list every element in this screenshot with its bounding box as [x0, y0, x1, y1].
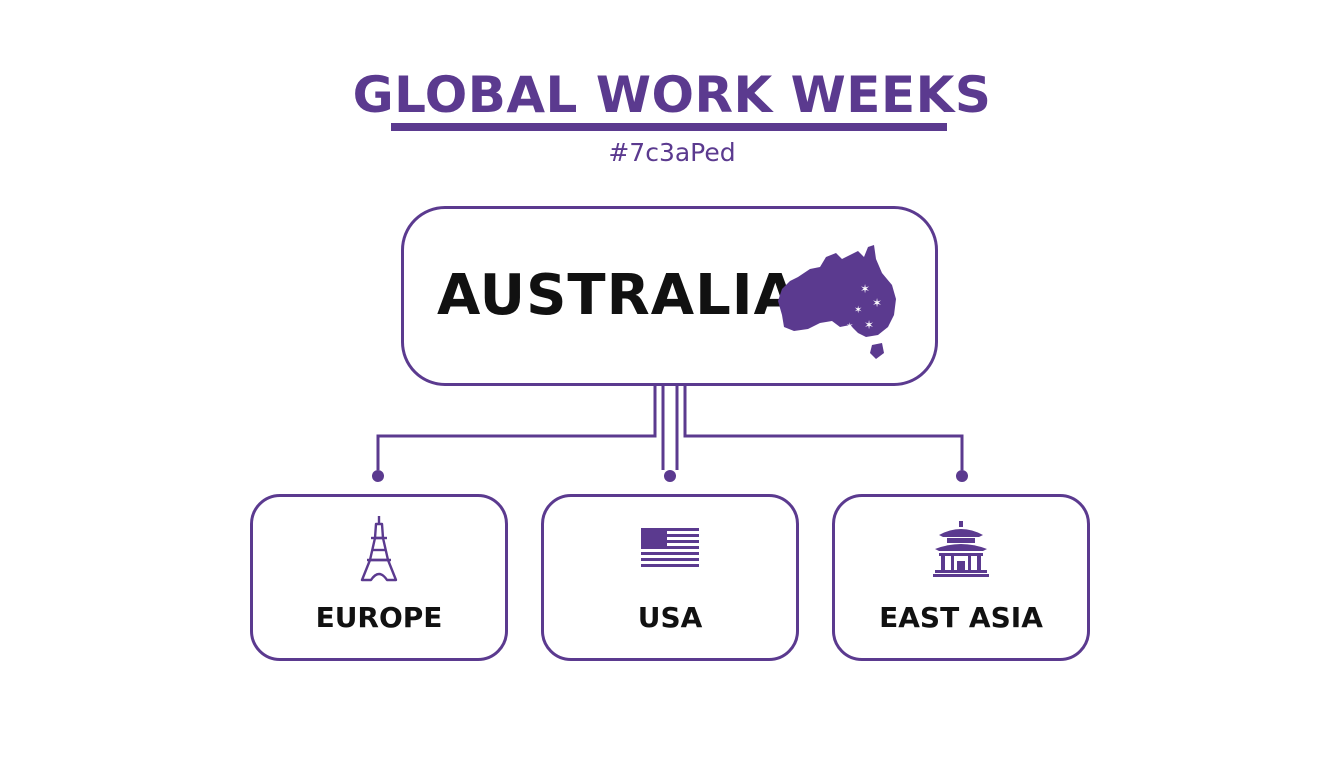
child-node-label-east-asia: EAST ASIA — [879, 601, 1043, 634]
svg-text:✶: ✶ — [846, 322, 854, 332]
title-underline — [391, 123, 947, 131]
svg-text:✶: ✶ — [864, 318, 874, 332]
root-node-label: AUSTRALIA — [437, 263, 798, 328]
connector-europe — [376, 386, 657, 470]
pagoda-icon — [933, 521, 989, 577]
root-node-australia: AUSTRALIA ✶ ✶ ✶ ✶ ✶ — [401, 206, 938, 386]
diagram-subtitle: #7c3aPed — [608, 138, 736, 167]
svg-text:✶: ✶ — [860, 282, 870, 296]
svg-text:✶: ✶ — [854, 305, 862, 316]
connector-dot-east-asia — [956, 470, 968, 482]
child-node-east-asia: EAST ASIA — [832, 494, 1090, 661]
us-flag-icon — [641, 528, 699, 567]
svg-text:✶: ✶ — [872, 296, 882, 310]
australia-map-icon: ✶ ✶ ✶ ✶ ✶ — [778, 245, 896, 359]
child-node-label-usa: USA — [637, 601, 703, 634]
connector-dot-europe — [372, 470, 384, 482]
child-node-usa: USA — [541, 494, 799, 661]
child-node-europe: EUROPE — [250, 494, 508, 661]
connector-dot-usa — [664, 470, 676, 482]
diagram-title: GLOBAL WORK WEEKS — [352, 66, 992, 124]
connector-east-asia — [683, 386, 964, 470]
eiffel-tower-icon — [360, 516, 398, 582]
child-node-label-europe: EUROPE — [315, 601, 443, 634]
